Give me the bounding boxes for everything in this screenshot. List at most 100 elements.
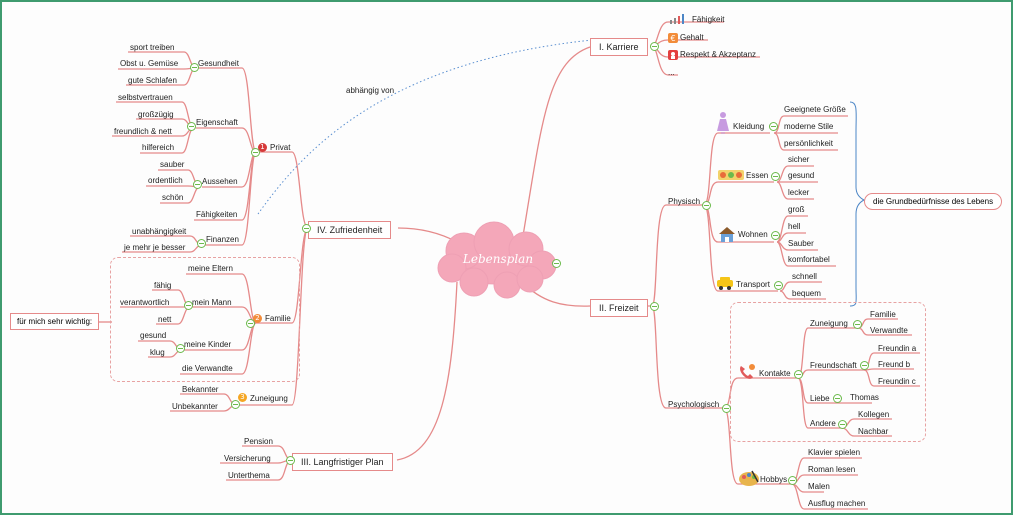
branch-zufriedenheit[interactable]: IV. Zufriedenheit — [308, 221, 392, 239]
topic-transport[interactable]: Transport — [736, 280, 770, 289]
topic-mein-mann[interactable]: mein Mann — [192, 298, 232, 307]
topic-physisch[interactable]: Physisch — [668, 197, 701, 206]
collapse-toggle[interactable] — [769, 122, 778, 131]
wohnen-item[interactable]: komfortabel — [788, 255, 830, 264]
aussehen-item[interactable]: ordentlich — [148, 176, 183, 185]
eigenschaft-item[interactable]: freundlich & nett — [114, 127, 172, 136]
finanzen-item[interactable]: unabhängigkeit — [132, 227, 187, 236]
collapse-toggle[interactable] — [286, 456, 295, 465]
item-gehalt[interactable]: Gehalt — [680, 33, 704, 42]
item-respekt[interactable]: Respekt & Akzeptanz — [680, 50, 757, 59]
collapse-toggle[interactable] — [176, 344, 185, 353]
branch-karriere[interactable]: I. Karriere — [590, 38, 648, 56]
transport-item[interactable]: schnell — [792, 272, 817, 281]
collapse-toggle[interactable] — [187, 122, 196, 131]
topic-eigenschaft[interactable]: Eigenschaft — [196, 118, 238, 127]
kinder-item[interactable]: klug — [150, 348, 165, 357]
eigenschaft-item[interactable]: selbstvertrauen — [118, 93, 173, 102]
plan-item[interactable]: Pension — [244, 437, 273, 446]
hobby-item[interactable]: Ausflug machen — [808, 499, 866, 508]
collapse-toggle[interactable] — [251, 148, 260, 157]
kleidung-item[interactable]: Geeignete Größe — [784, 105, 846, 114]
zuneigung-person[interactable]: Unbekannter — [172, 402, 218, 411]
collapse-toggle[interactable] — [190, 63, 199, 72]
plan-item[interactable]: Unterthema — [228, 471, 270, 480]
essen-item[interactable]: lecker — [788, 188, 810, 197]
freundschaft-item[interactable]: Freundin c — [878, 377, 916, 386]
freundschaft-item[interactable]: Freund b — [878, 360, 911, 369]
liebe-item[interactable]: Thomas — [850, 393, 879, 402]
wohnen-item[interactable]: groß — [788, 205, 805, 214]
topic-privat[interactable]: Privat — [270, 143, 291, 152]
zuneigung-item[interactable]: Familie — [870, 310, 896, 319]
topic-essen[interactable]: Essen — [746, 171, 769, 180]
zuneigung-person[interactable]: Bekannter — [182, 385, 219, 394]
topic-familie[interactable]: Familie — [265, 314, 291, 323]
collapse-toggle[interactable] — [794, 370, 803, 379]
kontakte-liebe[interactable]: Liebe — [810, 394, 830, 403]
kinder-item[interactable]: gesund — [140, 331, 167, 340]
mann-item[interactable]: fähig — [154, 281, 172, 290]
collapse-toggle[interactable] — [722, 404, 731, 413]
topic-meine-kinder[interactable]: meine Kinder — [184, 340, 232, 349]
collapse-toggle[interactable] — [197, 239, 206, 248]
branch-langfristiger-plan[interactable]: III. Langfristiger Plan — [292, 453, 393, 471]
branch-freizeit[interactable]: II. Freizeit — [590, 299, 648, 317]
collapse-toggle[interactable] — [193, 180, 202, 189]
hobby-item[interactable]: Klavier spielen — [808, 448, 861, 457]
gesundheit-item[interactable]: sport treiben — [130, 43, 175, 52]
item-ellipsis[interactable]: ... — [668, 68, 675, 77]
collapse-toggle[interactable] — [833, 394, 842, 403]
collapse-toggle[interactable] — [838, 420, 847, 429]
eigenschaft-item[interactable]: großzügig — [138, 110, 174, 119]
freundschaft-item[interactable]: Freundin a — [878, 344, 917, 353]
topic-faehigkeiten[interactable]: Fähigkeiten — [196, 210, 238, 219]
essen-item[interactable]: gesund — [788, 171, 815, 180]
topic-gesundheit[interactable]: Gesundheit — [198, 59, 239, 68]
familie-verwandte[interactable]: die Verwandte — [182, 364, 233, 373]
collapse-toggle[interactable] — [788, 476, 797, 485]
gesundheit-item[interactable]: Obst u. Gemüse — [120, 59, 179, 68]
hobby-item[interactable]: Roman lesen — [808, 465, 856, 474]
collapse-toggle[interactable] — [860, 361, 869, 370]
collapse-toggle[interactable] — [771, 172, 780, 181]
collapse-toggle[interactable] — [246, 319, 255, 328]
zuneigung-item[interactable]: Verwandte — [870, 326, 908, 335]
kontakte-freundschaft[interactable]: Freundschaft — [810, 361, 857, 370]
collapse-toggle[interactable] — [184, 301, 193, 310]
central-topic[interactable]: Lebensplan — [462, 252, 534, 266]
collapse-toggle[interactable] — [552, 259, 561, 268]
relation-label[interactable]: abhängig von — [346, 86, 395, 95]
topic-kleidung[interactable]: Kleidung — [733, 122, 765, 131]
collapse-toggle[interactable] — [302, 224, 311, 233]
kontakte-zuneigung[interactable]: Zuneigung — [810, 319, 848, 328]
eigenschaft-item[interactable]: hilfereich — [142, 143, 175, 152]
essen-item[interactable]: sicher — [788, 155, 810, 164]
mann-item[interactable]: nett — [158, 315, 172, 324]
hobby-item[interactable]: Malen — [808, 482, 830, 491]
kleidung-item[interactable]: persönlichkeit — [784, 139, 833, 148]
plan-item[interactable]: Versicherung — [224, 454, 271, 463]
collapse-toggle[interactable] — [771, 231, 780, 240]
aussehen-item[interactable]: sauber — [160, 160, 185, 169]
kleidung-item[interactable]: moderne Stile — [784, 122, 834, 131]
topic-hobbys[interactable]: Hobbys — [760, 475, 788, 484]
collapse-toggle[interactable] — [702, 201, 711, 210]
topic-aussehen[interactable]: Aussehen — [202, 177, 238, 186]
aussehen-item[interactable]: schön — [162, 193, 184, 202]
topic-kontakte[interactable]: Kontakte — [759, 369, 791, 378]
topic-wohnen[interactable]: Wohnen — [738, 230, 768, 239]
andere-item[interactable]: Kollegen — [858, 410, 890, 419]
topic-finanzen[interactable]: Finanzen — [206, 235, 239, 244]
kontakte-andere[interactable]: Andere — [810, 419, 836, 428]
finanzen-item[interactable]: je mehr je besser — [124, 243, 186, 252]
familie-eltern[interactable]: meine Eltern — [188, 264, 233, 273]
wohnen-item[interactable]: hell — [788, 222, 801, 231]
andere-item[interactable]: Nachbar — [858, 427, 889, 436]
callout-wichtig[interactable]: für mich sehr wichtig: — [10, 313, 100, 330]
collapse-toggle[interactable] — [853, 320, 862, 329]
topic-zuneigung[interactable]: Zuneigung — [250, 394, 288, 403]
collapse-toggle[interactable] — [650, 302, 659, 311]
transport-item[interactable]: bequem — [792, 289, 821, 298]
gesundheit-item[interactable]: gute Schlafen — [128, 76, 177, 85]
